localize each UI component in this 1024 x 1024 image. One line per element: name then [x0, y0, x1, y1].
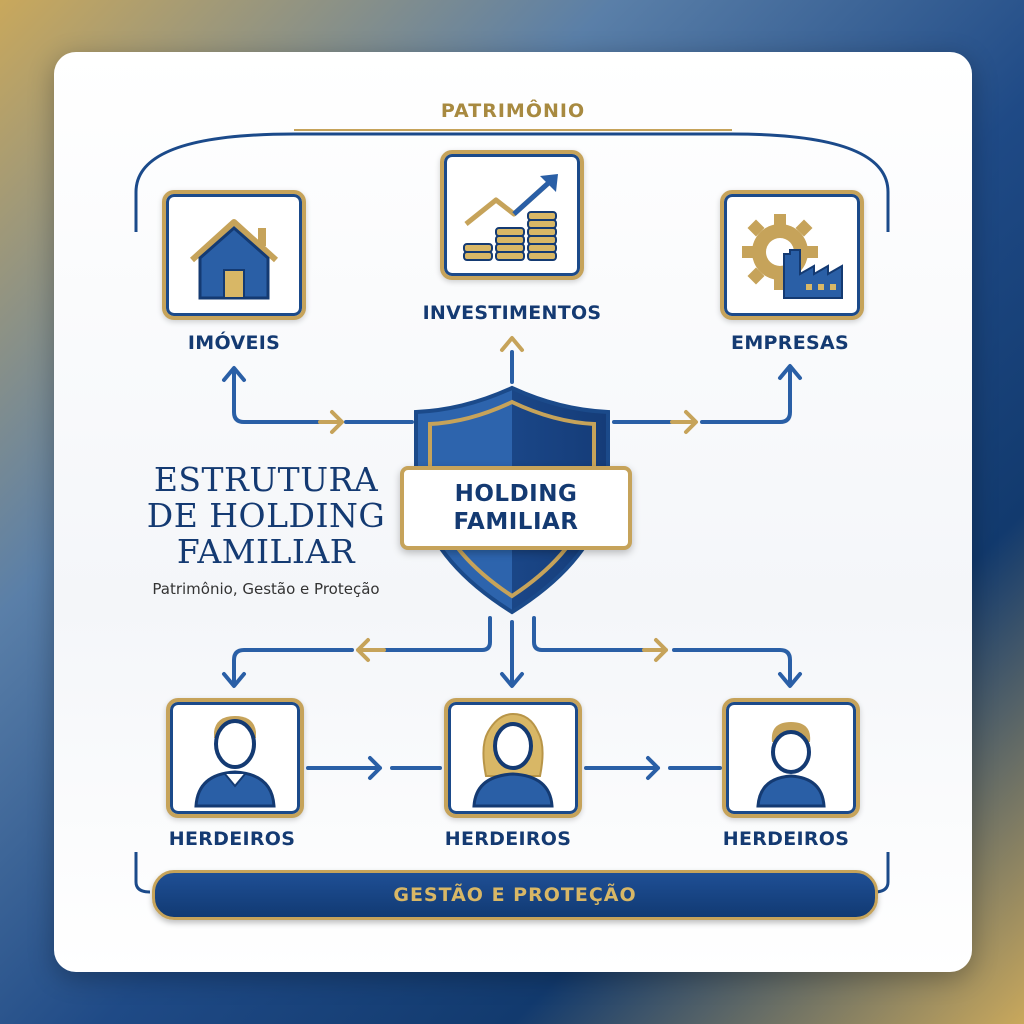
investment-growth-icon	[463, 174, 558, 261]
connector-lines	[134, 129, 890, 894]
man-avatar-icon	[194, 716, 276, 808]
bottom-banner: GESTÃO E PROTEÇÃO	[152, 870, 878, 920]
asset-box-imoveis	[162, 190, 306, 320]
top-banner-title: PATRIMÔNIO	[440, 100, 586, 122]
heir-label-1: HERDEIROS	[168, 828, 296, 850]
diagram-card: PATRIMÔNIO IMÓVEIS	[54, 52, 972, 972]
diagram-subtitle: Patrimônio, Gestão e Proteção	[152, 580, 380, 598]
asset-label-investimentos: INVESTIMENTOS	[422, 302, 602, 324]
holding-familiar-box: HOLDING FAMILIAR	[400, 466, 632, 550]
heir-box-1	[166, 698, 304, 818]
heir-label-2: HERDEIROS	[444, 828, 572, 850]
asset-label-empresas: EMPRESAS	[731, 332, 849, 354]
child-avatar-icon	[756, 722, 826, 808]
asset-box-empresas	[720, 190, 864, 320]
title-line-1: ESTRUTURA	[153, 460, 379, 499]
bottom-banner-title: GESTÃO E PROTEÇÃO	[393, 884, 637, 906]
asset-label-imoveis: IMÓVEIS	[187, 332, 281, 354]
title-line-3: FAMILIAR	[176, 532, 356, 571]
house-icon	[189, 219, 279, 300]
diagram-title-block: ESTRUTURA DE HOLDING FAMILIAR Patrimônio…	[126, 460, 406, 599]
heir-box-2	[444, 698, 582, 818]
asset-box-investimentos	[440, 150, 584, 280]
holding-line-2: FAMILIAR	[453, 509, 579, 535]
woman-avatar-icon	[472, 712, 554, 808]
title-line-2: DE HOLDING	[146, 496, 386, 535]
heir-box-3	[722, 698, 860, 818]
holding-line-1: HOLDING	[454, 481, 578, 507]
gear-factory-icon	[742, 214, 843, 299]
heir-label-3: HERDEIROS	[722, 828, 850, 850]
